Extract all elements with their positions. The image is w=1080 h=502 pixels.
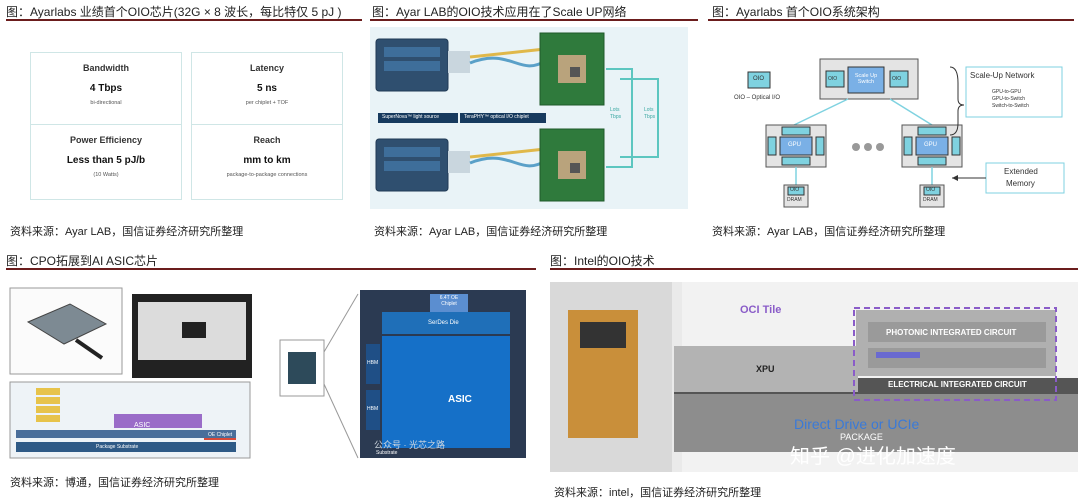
substrate-label: Substrate [376,450,398,456]
hbm-label: HBM [367,360,379,366]
architecture-diagram: OIO OIO – Optical I/O Scale Up Switch OI… [708,27,1074,213]
net-item: GPU-to-Switch [992,96,1026,102]
serdes-die-label: SerDes Die [428,320,459,326]
spec-heading: Power Efficiency [69,135,143,145]
scale-up-network-label: Scale-Up Network [970,71,1035,80]
extended-memory-line2: Memory [1006,179,1035,188]
direct-drive-label: Direct Drive or UCIe [794,416,920,432]
lane-label: Lots [644,107,654,113]
light-source-label: SuperNova™ light source [382,114,439,120]
spec-heading: Latency [249,63,284,73]
spec-subtext: (10 Watts) [93,172,119,178]
pic-label: PHOTONIC INTEGRATED CIRCUIT [886,328,1017,337]
spec-figure: Bandwidth 4 Tbps bi-directional Latency … [6,26,362,216]
xpu-label: XPU [756,364,775,374]
asic-big-label: ASIC [448,394,472,405]
spec-card-bandwidth: Bandwidth 4 Tbps bi-directional [30,52,182,128]
oe-chiplet-label: OE Chiplet [208,432,233,438]
tbps-label: Tbps [610,114,622,120]
spec-heading: Reach [253,135,281,145]
panel-title: 图：Ayarlabs 首个OIO系统架构 [712,5,880,19]
source-note: 资料来源：intel，国信证券经济研究所整理 [554,487,762,499]
spec-subtext: package-to-package connections [226,172,308,178]
title-divider [370,19,698,21]
watermark-text: 公众号 · 光芯之路 [374,440,445,450]
spec-subtext: bi-directional [90,100,122,106]
panel-title: 图：CPO拓展到AI ASIC芯片 [6,254,159,268]
oe-chiplet-big-label: 6.4T OE Chiplet [439,295,459,307]
spec-card-latency: Latency 5 ns per chiplet + TOF [191,52,343,128]
oio-legend-text: OIO – Optical I/O [734,95,781,101]
gpu-left-label: GPU [788,142,802,148]
eic-label: ELECTRICAL INTEGRATED CIRCUIT [888,380,1027,389]
package-label: PACKAGE [840,432,883,442]
spec-value: 5 ns [256,83,277,94]
source-note: 资料来源：Ayar LAB，国信证券经济研究所整理 [10,226,244,238]
gpu-right-label: GPU [924,142,938,148]
spec-subtext: per chiplet + TOF [245,100,289,106]
panel-title: 图：Ayar LAB的OIO技术应用在了Scale UP网络 [372,5,627,19]
hardware-photo: SuperNova™ light source TeraPHY™ optical… [370,27,688,209]
spec-value: mm to km [243,155,291,166]
title-divider [708,19,1074,21]
dram-right-label: DRAM [923,197,938,203]
panel-title: 图：Intel的OIO技术 [550,254,655,268]
spec-heading: Bandwidth [83,63,129,73]
source-note: 资料来源：博通，国信证券经济研究所整理 [10,477,219,489]
title-divider [550,268,1078,270]
watermark-text: 知乎 @进化加速度 [790,446,956,468]
dram-oio-left: OIO [790,187,800,193]
asic-small-label: ASIC [134,422,151,429]
spec-card-reach: Reach mm to km package-to-package connec… [191,124,343,200]
spec-card-power: Power Efficiency Less than 5 pJ/b (10 Wa… [30,124,182,200]
package-substrate-label: Package Substrate [96,444,139,450]
source-note: 资料来源：Ayar LAB，国信证券经济研究所整理 [374,226,608,238]
dram-oio-right: OIO [926,187,936,193]
oci-tile-label: OCI Tile [740,304,782,316]
switch-oio-right: OIO [892,76,902,82]
tbps-label: Tbps [644,114,656,120]
optical-chiplet-label: TeraPHY™ optical I/O chiplet [464,114,529,120]
panel-title: 图：Ayarlabs 业绩首个OIO芯片(32G × 8 波长，每比特仅 5 p… [6,5,342,19]
switch-oio-left: OIO [828,76,838,82]
intel-figure: OCI Tile PHOTONIC INTEGRATED CIRCUIT ELE… [550,282,1078,472]
oio-legend-box-label: OIO [753,76,765,82]
switch-label: Scale Up Switch [854,73,878,85]
asic-figure: ASIC OE Chiplet Package Substrate 6.4T O… [6,282,530,466]
extended-memory-line1: Extended [1004,167,1038,176]
title-divider [6,19,362,21]
spec-value: 4 Tbps [89,83,123,94]
source-note: 资料来源：Ayar LAB，国信证券经济研究所整理 [712,226,946,238]
net-item: Switch-to-Switch [992,103,1029,109]
dram-left-label: DRAM [787,197,802,203]
spec-value: Less than 5 pJ/b [66,155,146,166]
lane-label: Lots [610,107,620,113]
title-divider [6,268,536,270]
net-item: GPU-to-GPU [992,89,1022,95]
hbm-label: HBM [367,406,379,412]
